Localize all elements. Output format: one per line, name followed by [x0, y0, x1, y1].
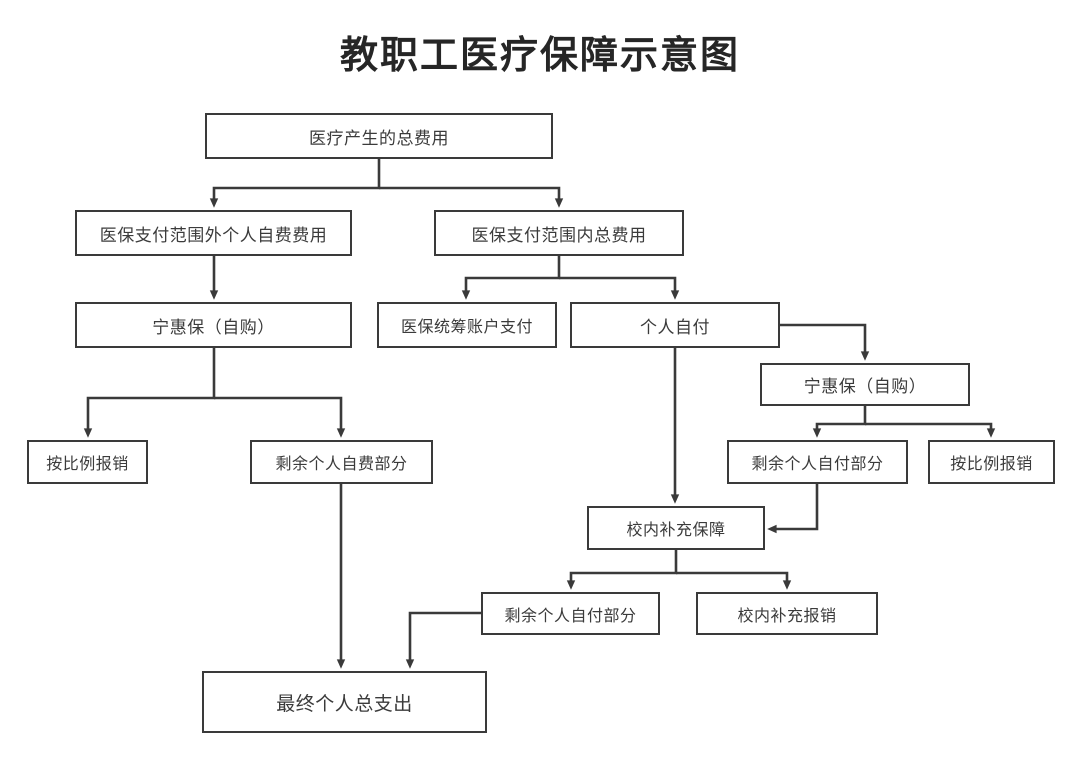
edge-n3-n5	[461, 256, 561, 300]
edge-n4-n8	[83, 348, 216, 438]
node-ninghuibao-left[interactable]: 宁惠保（自购）	[75, 302, 352, 348]
edge-n13-n15	[405, 611, 481, 669]
page-title: 教职工医疗保障示意图	[339, 33, 740, 77]
edge-n1-n2	[209, 159, 381, 208]
node-proportional-reimbursement-right[interactable]: 按比例报销	[928, 440, 1055, 484]
node-final-personal-total-spend[interactable]: 最终个人总支出	[202, 671, 487, 733]
edge-n1-n3	[379, 186, 564, 208]
node-campus-supplementary-reimbursement[interactable]: 校内补充报销	[696, 592, 878, 635]
edge-n10-n12	[767, 484, 819, 534]
edge-n12-n13	[566, 550, 678, 590]
node-ninghuibao-right[interactable]: 宁惠保（自购）	[760, 363, 970, 406]
node-in-scope-total-cost[interactable]: 医保支付范围内总费用	[434, 210, 684, 256]
edge-n3-n6	[559, 276, 680, 300]
node-campus-supplementary-coverage[interactable]: 校内补充保障	[587, 506, 765, 550]
node-remaining-personal-copay-upper[interactable]: 剩余个人自付部分	[727, 440, 908, 484]
node-proportional-reimbursement-left[interactable]: 按比例报销	[27, 440, 148, 484]
edge-n7-n11	[865, 422, 996, 438]
edge-n6-n7	[780, 323, 870, 361]
node-pooled-account-payment[interactable]: 医保统筹账户支付	[377, 302, 557, 348]
edge-n7-n10	[812, 406, 867, 438]
edge-n4-n9	[214, 396, 346, 438]
node-personal-copay[interactable]: 个人自付	[570, 302, 780, 348]
node-remaining-self-pay-expense[interactable]: 剩余个人自费部分	[250, 440, 433, 484]
node-remaining-personal-copay-lower[interactable]: 剩余个人自付部分	[481, 592, 660, 635]
edge-n12-n14	[676, 571, 792, 590]
node-total-medical-cost[interactable]: 医疗产生的总费用	[205, 113, 553, 159]
node-out-of-scope-self-pay[interactable]: 医保支付范围外个人自费费用	[75, 210, 352, 256]
